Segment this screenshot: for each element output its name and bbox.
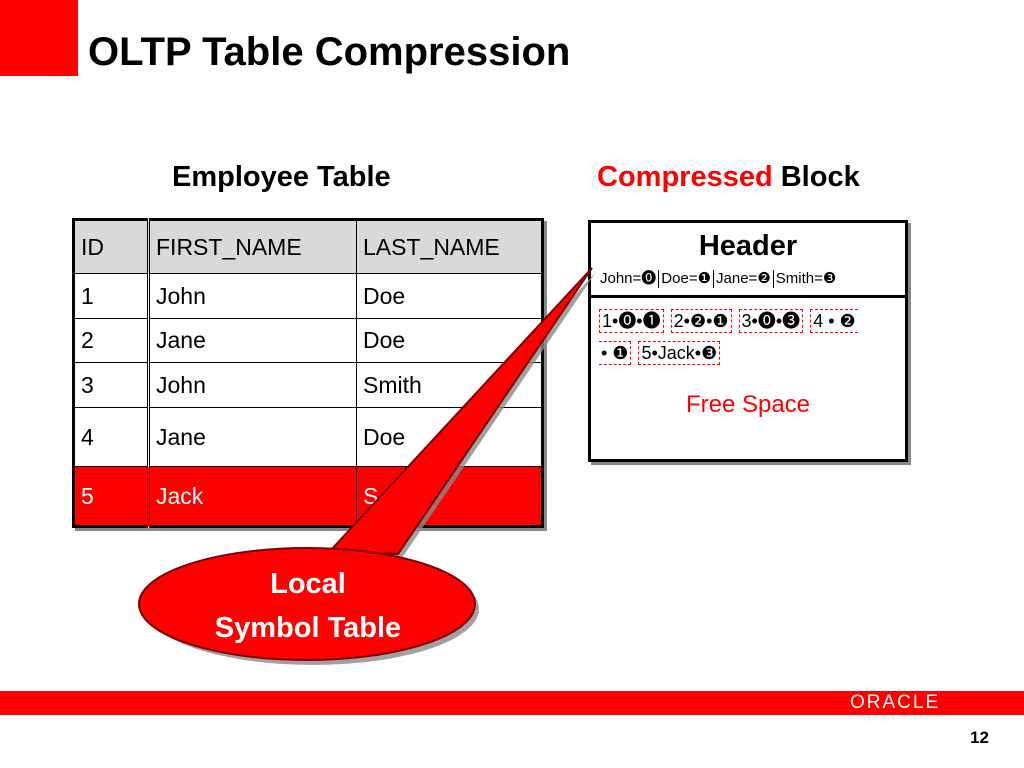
cell-last-name: Doe <box>356 318 543 363</box>
employee-table-title: Employee Table <box>172 161 391 193</box>
header-divider <box>591 295 905 298</box>
cell-id: 5 <box>73 466 150 527</box>
symbol-entry: Smith=❸ <box>775 270 837 287</box>
compressed-row-token: 4 • ❷ <box>810 309 858 333</box>
cell-first-name: John <box>148 273 357 319</box>
cell-first-name: Jane <box>148 407 357 467</box>
table-row: 1 John Doe <box>73 273 543 319</box>
callout-label: Local Symbol Table <box>150 562 466 650</box>
cell-id: 4 <box>73 407 150 467</box>
compressed-word: Compressed <box>597 161 773 193</box>
page-number: 12 <box>970 728 989 747</box>
employee-table: ID FIRST_NAME LAST_NAME 1 John Doe 2 Jan… <box>72 218 544 528</box>
header-first-name: FIRST_NAME <box>148 219 357 274</box>
cell-first-name: Jack <box>148 466 357 527</box>
compressed-row-token: 2•❷•❶ <box>670 309 732 333</box>
corner-accent <box>0 0 78 76</box>
slide-title: OLTP Table Compression <box>88 30 571 74</box>
symbol-separator <box>772 270 774 289</box>
symbol-separator <box>658 270 660 289</box>
header-last-name: LAST_NAME <box>356 219 543 274</box>
cell-id: 2 <box>73 318 150 363</box>
cell-id: 1 <box>73 273 150 319</box>
symbol-entry: Doe=❶ <box>661 270 712 287</box>
compressed-row-token: 5•Jack•❸ <box>638 341 721 365</box>
free-space-label: Free Space <box>685 391 811 418</box>
header-id: ID <box>73 219 150 274</box>
cell-last-name: Doe <box>356 407 543 467</box>
table-row-highlighted: 5 Jack S <box>73 466 543 527</box>
callout-line-2: Symbol Table <box>214 612 402 644</box>
cell-last-name: S <box>356 466 543 527</box>
table-row: 2 Jane Doe <box>73 318 543 363</box>
cell-last-name: Doe <box>356 273 543 319</box>
oracle-logo: ORACLE <box>850 692 941 713</box>
compressed-row-token: • ❶ <box>599 341 632 365</box>
compressed-block-title: Compressed Block <box>597 158 860 196</box>
cell-last-name: Smith <box>356 362 543 408</box>
symbol-entry: John=⓿ <box>600 270 657 287</box>
cell-first-name: Jane <box>148 318 357 363</box>
table-header-row: ID FIRST_NAME LAST_NAME <box>73 219 543 274</box>
callout-line-1: Local <box>270 568 346 600</box>
block-word: Block <box>772 161 860 193</box>
footer-bar <box>0 691 1024 715</box>
symbol-separator <box>713 270 715 289</box>
cell-first-name: John <box>148 362 357 408</box>
compressed-row-token: 3•⓿•❸ <box>738 309 804 333</box>
compressed-rows-line-1: 1•⓿•❶ 2•❷•❶ 3•⓿•❸ 4 • ❷ <box>599 309 860 333</box>
table-row: 3 John Smith <box>73 362 543 408</box>
table-row: 4 Jane Doe <box>73 407 543 467</box>
symbol-entry: Jane=❷ <box>716 270 771 287</box>
block-header: Header <box>698 230 798 262</box>
compressed-row-token: 1•⓿•❶ <box>599 309 664 333</box>
cell-id: 3 <box>73 362 150 408</box>
compressed-rows-line-2: • ❶ 5•Jack•❸ <box>599 341 722 365</box>
